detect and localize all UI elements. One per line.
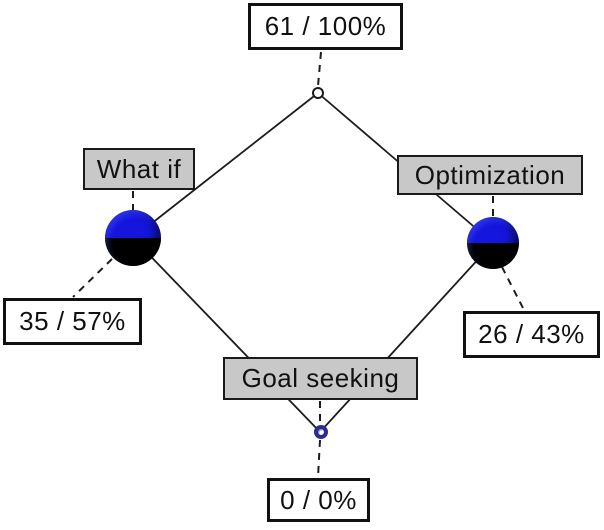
root-node[interactable] xyxy=(312,87,324,99)
connector-goalnode-count xyxy=(317,439,321,478)
optimization-count-box: 26 / 43% xyxy=(463,311,600,358)
what-if-label[interactable]: What if xyxy=(83,148,195,190)
connector-rootcount-rootnode xyxy=(317,51,322,87)
edge-root-whatif xyxy=(132,92,319,239)
what-if-count-box: 35 / 57% xyxy=(3,298,142,345)
root-count-box: 61 / 100% xyxy=(248,3,403,50)
optimization-node[interactable] xyxy=(467,217,519,269)
goal-seeking-count-box: 0 / 0% xyxy=(267,478,370,522)
what-if-node[interactable] xyxy=(105,210,161,266)
connector-whatifnode-count xyxy=(72,258,113,298)
goal-seeking-label[interactable]: Goal seeking xyxy=(223,357,418,400)
edge-whatif-goalseeking xyxy=(132,237,321,433)
connector-optimizationnode-count xyxy=(501,266,525,311)
goal-seeking-node[interactable] xyxy=(314,425,328,439)
optimization-label[interactable]: Optimization xyxy=(397,155,583,195)
edge-optimization-goalseeking xyxy=(319,242,494,433)
